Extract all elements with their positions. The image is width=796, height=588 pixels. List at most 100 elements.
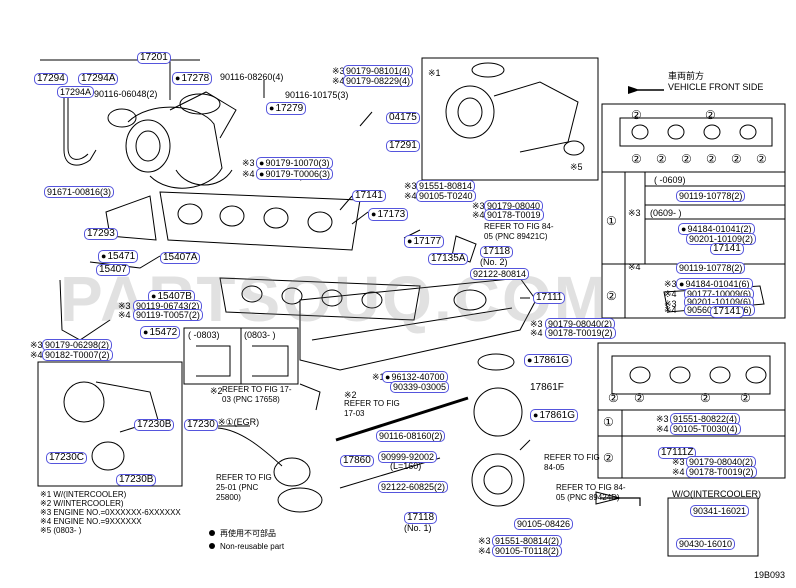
inset-box-turbo (421, 57, 599, 181)
part-17861F[interactable]: 17861F (530, 382, 564, 393)
part-17118-no1-suffix: (No. 1) (404, 523, 432, 533)
part-90105-08426[interactable]: 90105-08426 (514, 518, 574, 530)
part-90105-T0240[interactable]: 90105-T0240 (416, 190, 476, 202)
part-15407A[interactable]: 15407A (160, 252, 201, 264)
part-17111[interactable]: 17111 (533, 292, 566, 304)
intake-marker-4: ※4 (656, 424, 669, 434)
marker-4-d: ※4 (118, 310, 131, 320)
part-15472[interactable]: 15472 (140, 326, 181, 339)
part-15407[interactable]: 15407 (96, 264, 130, 276)
part-90119-10778-a[interactable]: 90119-10778(2) (676, 190, 746, 202)
part-15471[interactable]: 15471 (98, 250, 139, 263)
throttle-body-sketch (471, 453, 525, 507)
part-90116-08260[interactable]: 90116-08260(4) (220, 72, 284, 82)
circle-2-g: ② (731, 152, 742, 166)
ref-fig-84-05-c: REFER TO FIG 84-05 (PNC 89424D) (556, 483, 626, 502)
part-90430-16010[interactable]: 90430-16010 (676, 538, 736, 550)
marker-4-g: ※4 (478, 546, 491, 556)
part-17118-no1[interactable]: 17118 (404, 512, 438, 524)
part-90178-T0019-2[interactable]: 90178-T0019(2) (545, 327, 616, 339)
part-17173[interactable]: 17173 (368, 208, 409, 221)
legend-nonreusable-en: Non-reusable part (220, 542, 285, 551)
circle-2-e: ② (681, 152, 692, 166)
legend-note-2: ※2 W/INTERCOOLER) (40, 499, 124, 508)
part-17201[interactable]: 17201 (137, 52, 171, 64)
ref-fig-84-05-a: REFER TO FIG 84-05 (PNC 89421C) (484, 222, 554, 241)
circle-2-h: ② (756, 152, 767, 166)
range-0803-right: (0803- ) (244, 330, 276, 340)
part-90179-08229[interactable]: 90179-08229(4) (343, 75, 414, 87)
part-17230B[interactable]: 17230B (134, 419, 175, 431)
part-17294[interactable]: 17294 (34, 73, 68, 85)
row-marker-4: ※4 (628, 262, 641, 272)
part-90182-T0007[interactable]: 90182-T0007(2) (42, 349, 113, 361)
intake-marker-4b: ※4 (672, 467, 685, 477)
part-17861G[interactable]: 17861G (524, 354, 573, 367)
part-17278[interactable]: 17278 (172, 72, 213, 85)
ref-fig-17-03-a: REFER TO FIG 17-03 (PNC 17658) (222, 385, 292, 404)
marker-4-f: ※4 (530, 328, 543, 338)
part-90999-length: (L=160) (390, 461, 422, 471)
part-17118-no2[interactable]: 17118 (480, 246, 514, 258)
part-90999-92002[interactable]: 90999-92002 (378, 451, 438, 463)
part-17861G-lower[interactable]: 17861G (530, 409, 579, 422)
legend-note-3: ※3 ENGINE NO.=0XXXXXX-6XXXXXX (40, 508, 181, 517)
row-circle-2: ② (606, 289, 617, 303)
circle-2-f: ② (706, 152, 717, 166)
intake-marker-3: ※3 (656, 414, 669, 424)
part-17230B-lower[interactable]: 17230B (116, 474, 157, 486)
orientation-en: VEHICLE FRONT SIDE (668, 82, 764, 92)
circle-2-a: ② (631, 108, 642, 122)
row2-marker-4b: ※4 (664, 305, 677, 315)
part-17294A-lower[interactable]: 17294A (57, 86, 95, 98)
part-17177[interactable]: 17177 (404, 235, 445, 248)
part-04175[interactable]: 04175 (386, 112, 420, 124)
part-90119-T0057[interactable]: 90119-T0057(2) (133, 309, 203, 321)
part-90119-10778-b[interactable]: 90119-10778(2) (676, 262, 746, 274)
part-92122-60825[interactable]: 92122-60825(2) (378, 481, 449, 493)
part-17279[interactable]: 17279 (266, 102, 307, 115)
egr-pipe-sketch (335, 396, 469, 442)
part-17141-a[interactable]: 17141 (710, 243, 744, 255)
part-17230[interactable]: 17230 (184, 419, 218, 431)
marker-3-g: ※3 (478, 536, 491, 546)
part-92122-80814[interactable]: 92122-80814 (470, 268, 530, 280)
row2-marker-3: ※3 (664, 279, 677, 289)
part-90105-T0030[interactable]: 90105-T0030(4) (670, 423, 741, 435)
circle-2-b: ② (705, 108, 716, 122)
part-91671-00816[interactable]: 91671-00816(3) (44, 186, 115, 198)
part-90116-08160[interactable]: 90116-08160(2) (376, 430, 446, 442)
part-17111Z[interactable]: 17111Z (658, 447, 697, 459)
part-90116-06048[interactable]: 90116-06048(2) (94, 89, 158, 99)
intake-marker-3b: ※3 (672, 457, 685, 467)
part-17294A[interactable]: 17294A (78, 73, 119, 85)
part-90105-T0118[interactable]: 90105-T0118(2) (492, 545, 562, 557)
part-17291[interactable]: 17291 (386, 140, 420, 152)
part-90178-T0019-r[interactable]: 90178-T0019(2) (686, 466, 757, 478)
part-17860[interactable]: 17860 (340, 455, 374, 467)
part-17293[interactable]: 17293 (84, 228, 118, 240)
figure-number: 19B093 (754, 570, 786, 580)
intake-circle-2-b: ② (634, 391, 645, 405)
marker-3-c: ※3 (472, 201, 485, 211)
part-90339-03005[interactable]: 90339-03005 (390, 381, 450, 393)
part-17141-b[interactable]: 17141 (710, 306, 744, 318)
part-96132-40700[interactable]: 96132-40700 (382, 371, 448, 383)
part-17230C[interactable]: 17230C (46, 452, 88, 464)
marker-3-a: ※3 (242, 158, 255, 168)
part-90178-T0019[interactable]: 90178-T0019 (484, 209, 544, 221)
part-17135A[interactable]: 17135A (428, 253, 469, 265)
marker-3-top: ※3 (332, 66, 345, 76)
part-90116-10175[interactable]: 90116-10175(3) (285, 90, 349, 100)
inset-marker-5: ※5 (570, 162, 583, 172)
hose-sketch (63, 90, 97, 166)
orientation-jp: 車両前方 (668, 71, 705, 81)
part-17141[interactable]: 17141 (352, 190, 386, 202)
marker-4-b: ※4 (404, 191, 417, 201)
inset-marker-1: ※1 (428, 68, 441, 78)
egr-valve-sketch (273, 457, 311, 487)
row-circle-1: ① (606, 214, 617, 228)
part-90179-T0006[interactable]: 90179-T0006(3) (256, 168, 333, 180)
marker-4-a: ※4 (242, 169, 255, 179)
part-90341-16021[interactable]: 90341-16021 (690, 505, 750, 517)
